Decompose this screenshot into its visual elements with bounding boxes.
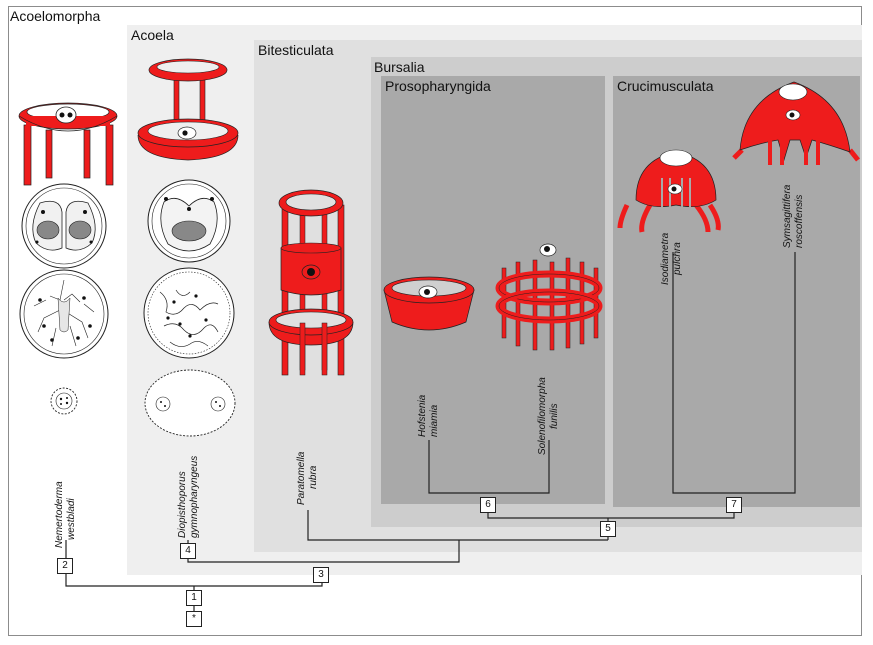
tissue-section-icon (19, 269, 109, 359)
genus-name: Isodiametra (660, 232, 671, 285)
cross-section-icon (21, 183, 107, 269)
muscle-net-icon (383, 276, 475, 331)
muscle-net-icon (18, 102, 118, 186)
statocyst-icon (144, 369, 236, 437)
species-label-symsagittifera: Symsagittifera roscoffensis (782, 185, 806, 248)
tree-node-3: 3 (313, 567, 329, 583)
tree-node-6: 6 (480, 497, 496, 513)
clade-title-acoelomorpha: Acoelomorpha (10, 8, 101, 24)
species-epithet: pulchra (672, 242, 683, 275)
muscle-net-icon (495, 243, 603, 351)
tree-node-5: 5 (600, 521, 616, 537)
tree-node-1: 1 (186, 590, 202, 606)
species-label-paratomella: Paratomella rubra (296, 452, 320, 505)
genus-name: Nemertoderma (54, 481, 65, 548)
species-epithet: rubra (308, 465, 319, 489)
species-label-isodiametra: Isodiametra pulchra (660, 233, 684, 285)
clade-title-bitesticulata: Bitesticulata (258, 42, 334, 58)
species-epithet: funilis (549, 403, 560, 429)
clade-title-crucimusculata: Crucimusculata (617, 78, 714, 94)
muscle-net-icon (137, 58, 239, 161)
species-label-solenofilomorpha: Solenofilomorpha funilis (537, 377, 561, 455)
tree-node-root: * (186, 611, 202, 627)
genus-name: Diopisthoporus (177, 471, 188, 538)
tree-node-7: 7 (726, 497, 742, 513)
clade-title-bursalia: Bursalia (374, 59, 425, 75)
species-epithet: roscoffensis (794, 194, 805, 248)
muscle-net-icon (617, 149, 721, 233)
tissue-section-icon (143, 267, 235, 359)
muscle-net-icon (732, 81, 860, 165)
species-epithet: gymnopharyngeus (189, 455, 200, 538)
genus-name: Symsagittifera (782, 184, 793, 248)
clade-title-prosopharyngida: Prosopharyngida (385, 78, 491, 94)
statocyst-icon (50, 387, 78, 415)
genus-name: Hofstenia (417, 394, 428, 437)
cross-section-icon (147, 179, 231, 263)
tree-node-4: 4 (180, 543, 196, 559)
genus-name: Paratomella (296, 451, 307, 505)
species-epithet: westbladi (66, 498, 77, 540)
species-label-diopisthoporus: Diopisthoporus gymnopharyngeus (177, 456, 201, 538)
species-label-hofstenia: Hofstenia miamia (417, 395, 441, 437)
clade-title-acoela: Acoela (131, 27, 174, 43)
tree-node-2: 2 (57, 558, 73, 574)
muscle-net-icon (268, 189, 354, 376)
species-label-nemertoderma: Nemertoderma westbladi (54, 481, 78, 548)
genus-name: Solenofilomorpha (537, 377, 548, 455)
species-epithet: miamia (429, 404, 440, 437)
